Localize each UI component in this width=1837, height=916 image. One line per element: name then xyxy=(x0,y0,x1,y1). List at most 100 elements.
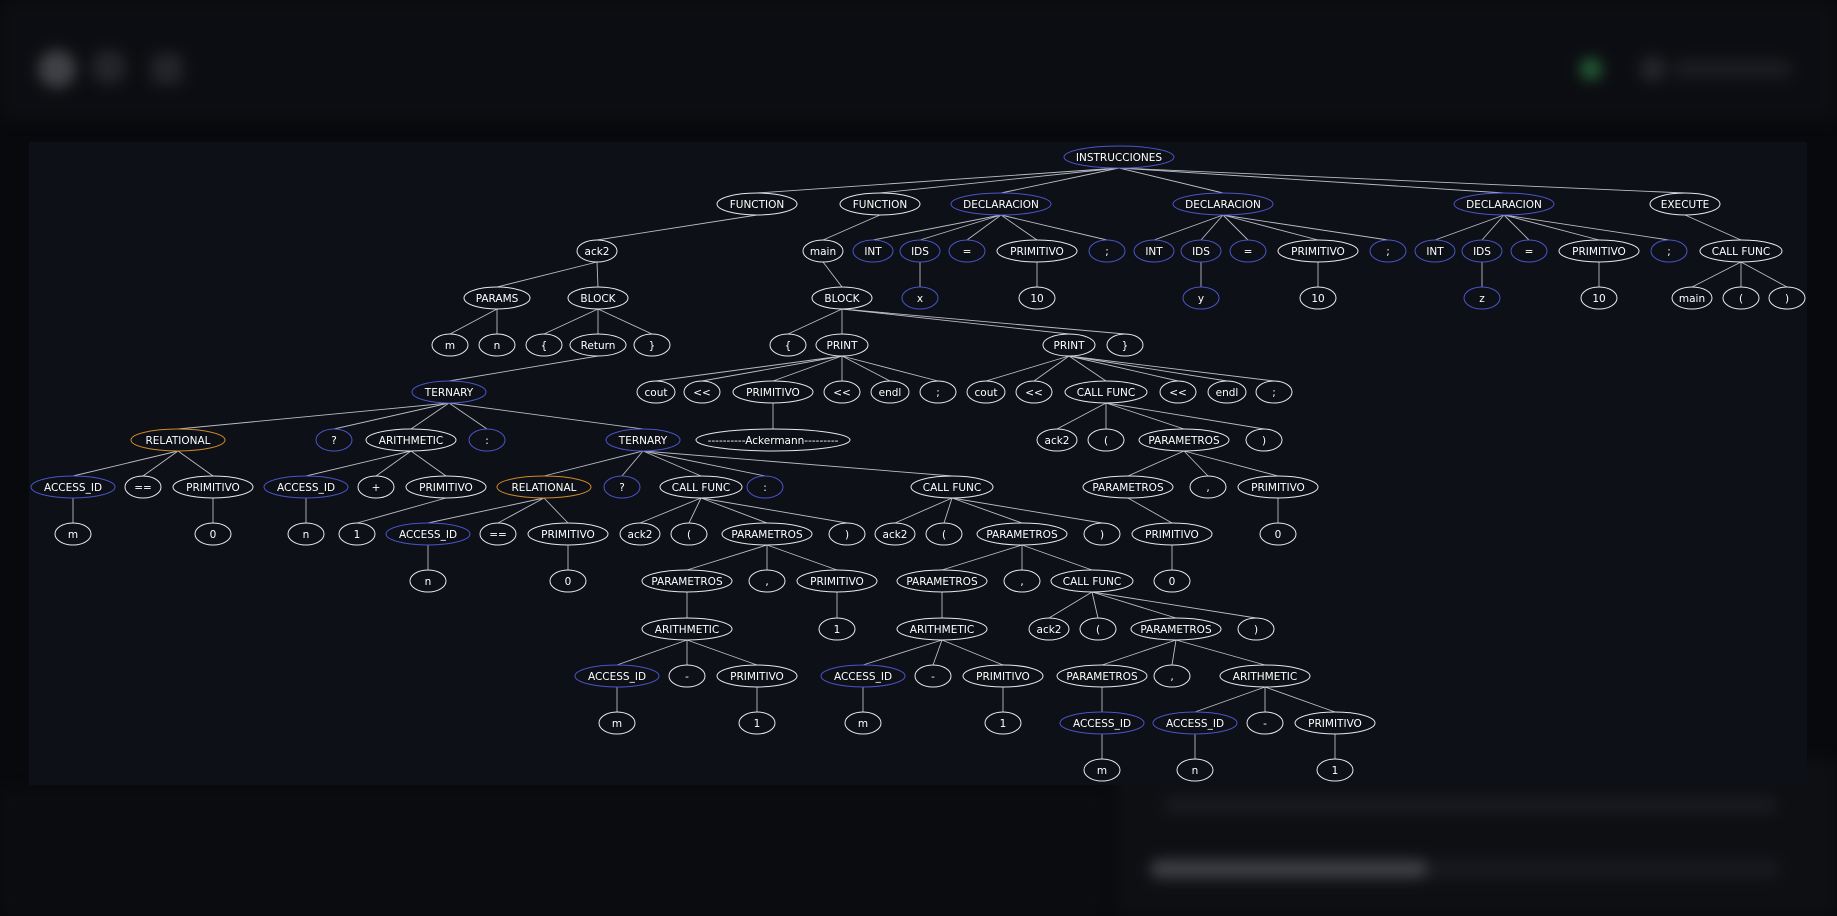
tree-node-b2c: } xyxy=(1106,333,1144,357)
node-label: = xyxy=(1244,246,1253,258)
node-ellipse xyxy=(683,380,721,404)
node-label: IDS xyxy=(1473,246,1491,258)
node-ellipse xyxy=(738,711,776,735)
tree-node-ack2: ack2 xyxy=(576,239,618,263)
tree-node-pr2: PRIMITIVO xyxy=(405,475,487,499)
tree-edge xyxy=(919,214,1002,241)
node-label: CALL FUNC xyxy=(923,482,981,494)
tree-node-b1c: } xyxy=(633,333,671,357)
node-ellipse xyxy=(815,333,869,357)
tree-node-vz: z xyxy=(1463,286,1501,310)
node-ellipse xyxy=(828,522,866,546)
node-label: ) xyxy=(1785,293,1789,305)
node-ellipse xyxy=(914,664,952,688)
node-ellipse xyxy=(820,664,906,688)
node-label: INT xyxy=(1145,246,1163,258)
node-label: m xyxy=(68,529,78,541)
node-label: ----------Ackermann--------- xyxy=(708,435,839,447)
avatar[interactable] xyxy=(1640,56,1666,82)
tree-node-int3: INT xyxy=(1414,239,1456,263)
node-ellipse xyxy=(431,333,469,357)
node-label: 0 xyxy=(565,576,572,588)
node-ellipse xyxy=(1106,333,1144,357)
node-label: PARAMETROS xyxy=(731,529,803,541)
user-menu[interactable] xyxy=(1672,60,1792,78)
tree-edge xyxy=(894,497,953,524)
node-label: PRIMITIVO xyxy=(746,387,800,399)
node-label: PARAMETROS xyxy=(1066,671,1138,683)
tree-node-f1: FUNCTION xyxy=(716,192,798,216)
tree-node-pr9: PRIMITIVO xyxy=(1237,475,1319,499)
node-label: n xyxy=(303,529,310,541)
tree-edge xyxy=(1691,261,1742,288)
tree-edge xyxy=(1048,591,1093,619)
node-ellipse xyxy=(1059,711,1145,735)
tree-edge xyxy=(333,402,450,430)
node-label: EXECUTE xyxy=(1661,199,1710,211)
tree-edge xyxy=(1200,214,1224,241)
node-ellipse xyxy=(966,380,1006,404)
node-ellipse xyxy=(1246,711,1284,735)
node-ellipse xyxy=(574,664,660,688)
tree-node-sc1: ; xyxy=(919,380,957,404)
node-ellipse xyxy=(549,569,587,593)
node-label: 10 xyxy=(1311,293,1324,305)
node-label: ACCESS_ID xyxy=(277,482,335,494)
node-label: ACCESS_ID xyxy=(44,482,102,494)
tree-edge xyxy=(497,497,545,524)
tree-node-pr11: PRIMITIVO xyxy=(1277,239,1359,263)
node-label: PRIMITIVO xyxy=(1010,246,1064,258)
tree-edge xyxy=(1101,639,1177,666)
node-label: PARAMETROS xyxy=(986,529,1058,541)
tree-edge xyxy=(1127,450,1185,477)
node-label: PRIMITIVO xyxy=(1291,246,1345,258)
node-label: ; xyxy=(1667,246,1671,258)
tree-edge xyxy=(1222,214,1389,241)
tree-node-eq1: == xyxy=(124,475,162,499)
tree-edge xyxy=(1118,167,1686,194)
tree-node-b1o: { xyxy=(525,333,563,357)
node-ellipse xyxy=(409,569,447,593)
node-ellipse xyxy=(1003,569,1041,593)
tree-node-vy: y xyxy=(1182,286,1220,310)
node-ellipse xyxy=(818,617,856,641)
tree-node-endl1: endl xyxy=(870,380,910,404)
tree-edge xyxy=(642,450,766,477)
node-ellipse xyxy=(1277,239,1359,263)
tree-node-par1a: PARAMETROS xyxy=(641,569,733,593)
node-ellipse xyxy=(1294,711,1376,735)
tree-node-params: PARAMS xyxy=(463,286,531,310)
node-ellipse xyxy=(1083,522,1121,546)
node-label: main xyxy=(810,246,836,258)
node-label: endl xyxy=(1216,387,1239,399)
tree-edge xyxy=(427,497,545,524)
tree-edge xyxy=(862,639,943,666)
node-ellipse xyxy=(1316,758,1354,782)
node-label: 10 xyxy=(1030,293,1043,305)
tree-node-o4: 1 xyxy=(984,711,1022,735)
node-label: ( xyxy=(1096,624,1100,636)
tree-edge xyxy=(621,450,644,477)
tree-node-ids3: IDS xyxy=(1461,239,1503,263)
node-label: cout xyxy=(975,387,998,399)
tree-edge xyxy=(543,497,569,524)
tree-node-mi2: - xyxy=(914,664,952,688)
node-label: << xyxy=(833,387,851,399)
node-label: RELATIONAL xyxy=(145,435,210,447)
node-ellipse xyxy=(1649,192,1721,216)
tree-node-int2: INT xyxy=(1133,239,1175,263)
tree-node-eq2: == xyxy=(479,522,517,546)
node-ellipse xyxy=(525,333,563,357)
tree-edge xyxy=(686,639,758,666)
node-label: ACCESS_ID xyxy=(1073,718,1131,730)
node-ellipse xyxy=(852,239,894,263)
tree-node-sd3: ; xyxy=(1650,239,1688,263)
node-label: - xyxy=(931,671,935,683)
node-label: ( xyxy=(1739,293,1743,305)
tree-edge xyxy=(1068,355,1179,382)
node-label: PARAMS xyxy=(476,293,519,305)
tree-edge xyxy=(1091,591,1257,619)
tree-node-rel1: RELATIONAL xyxy=(130,428,226,452)
